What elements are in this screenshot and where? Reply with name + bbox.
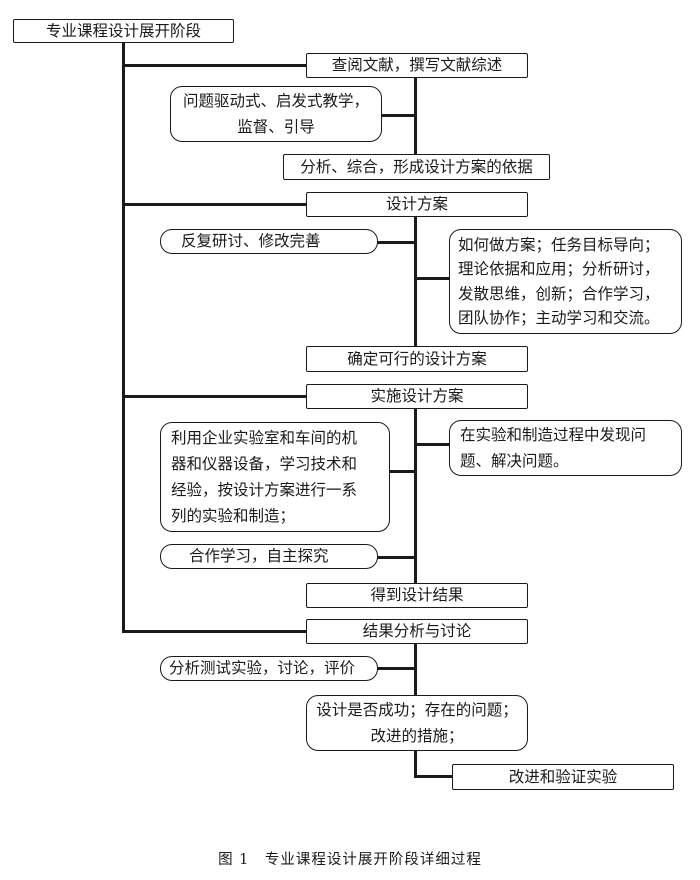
stage2-note-box: 如何做方案；任务目标导向； 理论依据和应用；分析研讨， 发散思维，创新；合作学习… [449, 229, 682, 334]
stage1-title-box: 查阅文献，撰写文献综述 [306, 53, 528, 78]
stage3-result-box: 得到设计结果 [306, 583, 528, 608]
main-trunk-line [122, 40, 125, 633]
stage3-method-box: 利用企业实验室和车间的机 器和仪器设备，学习技术和 经验，按设计方案进行一系 列… [160, 422, 390, 532]
stage4-result-box: 改进和验证实验 [452, 764, 674, 790]
stage4-title-box: 结果分析与讨论 [306, 619, 528, 644]
stage1-method-box: 问题驱动式、启发式教学， 监督、引导 [170, 86, 382, 142]
branch-line-stage2 [122, 203, 308, 206]
stage2-method-box: 反复研讨、修改完善 [160, 229, 378, 254]
stage2-result-box: 确定可行的设计方案 [306, 346, 528, 372]
stage2-note-link [414, 277, 450, 280]
stage4-method-box: 分析测试实验，讨论，评价 [160, 656, 378, 681]
stage3-title-box: 实施设计方案 [306, 384, 528, 409]
figure-caption: 图 1 专业课程设计展开阶段详细过程 [218, 852, 482, 868]
stage3-method2-link [376, 556, 416, 559]
root-box: 专业课程设计展开阶段 [13, 19, 234, 43]
stage3-note-box: 在实验和制造过程中发现问 题、解决问题。 [449, 420, 682, 476]
stage4-method-link [376, 667, 416, 670]
branch-line-stage3 [122, 395, 308, 398]
stage4-result-link [414, 775, 454, 778]
stage3-note-link [414, 443, 450, 446]
branch-line-stage1 [122, 64, 308, 67]
branch-line-stage4 [122, 630, 308, 633]
stage2-title-box: 设计方案 [306, 192, 528, 217]
stage1-method-link [380, 114, 416, 117]
stage3-method-link [388, 470, 416, 473]
stage4-note-box: 设计是否成功；存在的问题； 改进的措施； [306, 695, 528, 751]
stage3-method2-box: 合作学习，自主探究 [160, 544, 378, 569]
stage3-connector [414, 407, 417, 585]
stage1-result-box: 分析、综合，形成设计方案的依据 [283, 154, 550, 180]
stage2-method-link [376, 241, 416, 244]
stage2-connector [414, 215, 417, 348]
